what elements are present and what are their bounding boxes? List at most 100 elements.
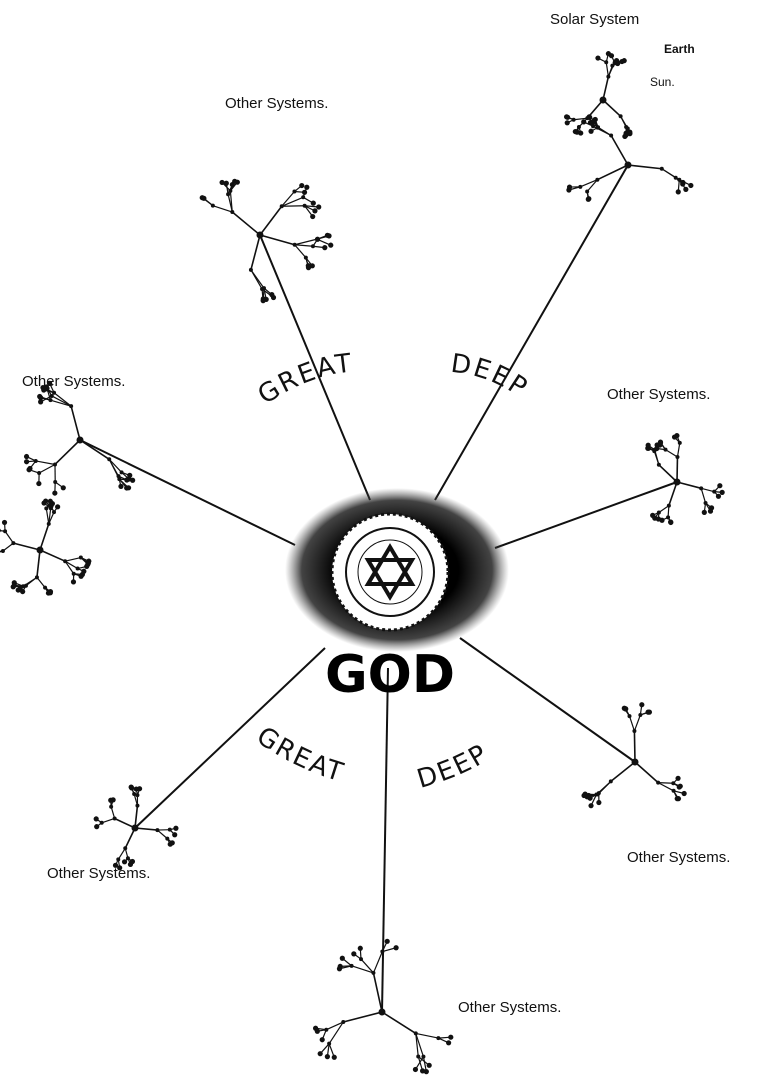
system-lower-right: [581, 702, 686, 808]
node-dot: [130, 478, 135, 483]
node-dot: [24, 459, 29, 464]
branch-line: [606, 62, 608, 76]
node-dot: [201, 196, 206, 201]
node-dot: [678, 784, 683, 789]
arc-great-upper: GREAT: [253, 348, 355, 410]
branch-line: [373, 952, 382, 973]
node-dot: [332, 1055, 337, 1060]
branch-line: [658, 783, 673, 784]
node-dot: [24, 454, 29, 459]
node-dot: [37, 547, 44, 554]
node-dot: [261, 296, 266, 301]
spoke-solar: [435, 165, 628, 500]
node-dot: [586, 197, 591, 202]
node-dot: [78, 574, 83, 579]
node-dot: [632, 759, 639, 766]
label-other-lower-left: Other Systems.: [47, 865, 150, 882]
node-dot: [639, 702, 644, 707]
branch-line: [295, 239, 317, 245]
label-other-lower-right: Other Systems.: [627, 849, 730, 866]
node-dot: [43, 498, 48, 503]
node-dot: [658, 440, 663, 445]
node-dot: [306, 263, 311, 268]
node-dot: [720, 490, 725, 495]
node-dot: [129, 785, 134, 790]
branch-line: [251, 235, 260, 270]
branch-line: [373, 973, 382, 1012]
system-solar: [566, 114, 693, 202]
node-dot: [588, 129, 593, 134]
branch-line: [659, 465, 677, 482]
node-dot: [623, 133, 628, 138]
branch-line: [26, 577, 37, 585]
node-dot: [118, 484, 123, 489]
node-dot: [132, 825, 139, 832]
node-dot: [16, 587, 21, 592]
system-left: [24, 381, 135, 496]
label-other-top: Other Systems.: [225, 95, 328, 112]
node-dot: [588, 803, 593, 808]
node-dot: [315, 1029, 320, 1034]
node-dot: [592, 117, 597, 122]
node-dot: [36, 481, 41, 486]
system-left-sub: [0, 498, 91, 595]
branch-line: [677, 443, 679, 457]
branch-line: [80, 440, 109, 459]
node-dot: [269, 292, 274, 297]
arc-great-lower: GREAT: [251, 721, 348, 789]
system-right: [645, 433, 725, 525]
system-top: [200, 179, 334, 303]
node-dot: [674, 479, 681, 486]
node-dot: [596, 800, 601, 805]
node-dot: [676, 189, 681, 194]
node-dot: [448, 1035, 453, 1040]
branch-line: [382, 1012, 416, 1033]
branch-line: [37, 550, 40, 577]
branch-line: [295, 245, 306, 258]
node-dot: [130, 859, 135, 864]
node-dot: [48, 499, 53, 504]
node-dot: [316, 204, 321, 209]
branch-line: [295, 245, 313, 247]
branch-line: [40, 524, 49, 550]
node-dot: [55, 504, 60, 509]
node-dot: [659, 518, 664, 523]
spoke-right: [495, 482, 677, 548]
node-dot: [647, 710, 652, 715]
node-dot: [654, 446, 659, 451]
node-dot: [318, 1051, 323, 1056]
node-dot: [385, 939, 390, 944]
node-dot: [567, 184, 572, 189]
node-dot: [326, 233, 331, 238]
node-dot: [595, 55, 600, 60]
spoke-bottom: [382, 668, 388, 1012]
node-dot: [77, 437, 84, 444]
node-dot: [12, 583, 17, 588]
branch-line: [65, 558, 81, 562]
node-dot: [688, 183, 693, 188]
node-dot: [420, 1068, 425, 1073]
branch-line: [655, 450, 659, 465]
branch-line: [40, 550, 65, 561]
node-dot: [379, 1009, 386, 1016]
node-dot: [338, 964, 343, 969]
node-dot: [625, 162, 632, 169]
node-dot: [393, 945, 398, 950]
node-dot: [310, 214, 315, 219]
branch-line: [260, 206, 282, 235]
branch-line: [71, 406, 80, 440]
spoke-lower-right: [460, 638, 635, 762]
node-dot: [219, 180, 224, 185]
node-dot: [717, 483, 722, 488]
branch-line: [587, 100, 603, 118]
node-dot: [446, 1040, 451, 1045]
branch-line: [629, 716, 634, 731]
branch-line: [634, 731, 635, 762]
label-solar-system: Solar System: [550, 11, 639, 28]
label-other-left: Other Systems.: [22, 373, 125, 390]
node-dot: [0, 528, 1, 533]
node-dot: [351, 951, 356, 956]
node-dot: [672, 434, 677, 439]
node-dot: [668, 520, 673, 525]
branch-line: [39, 464, 55, 473]
